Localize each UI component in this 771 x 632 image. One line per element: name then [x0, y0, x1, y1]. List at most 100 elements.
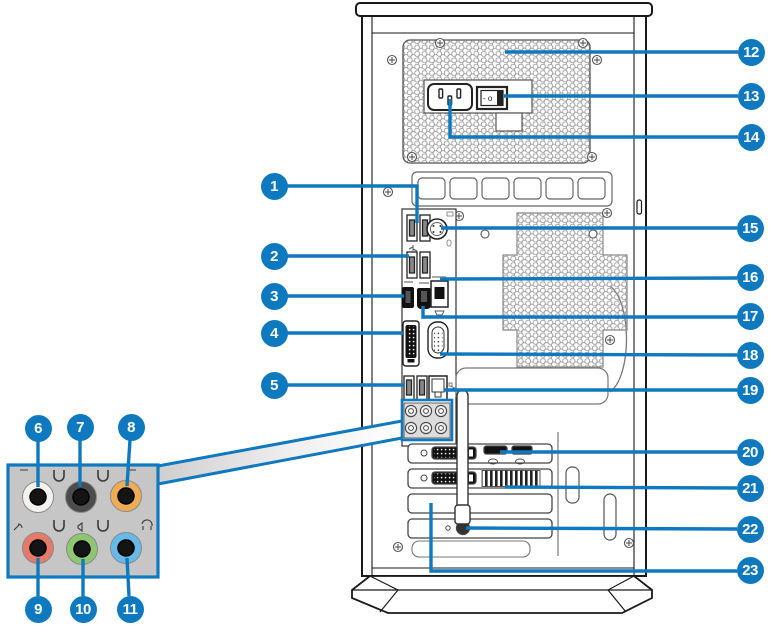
callout-badge-2: 2: [260, 242, 288, 270]
callout-badge-18: 18: [736, 341, 764, 369]
expansion-slots: [407, 443, 553, 539]
callout-badge-10: 10: [69, 595, 97, 623]
callout-number: 11: [122, 600, 138, 618]
callout-number: 4: [270, 324, 278, 342]
usb-ports-second: [406, 251, 431, 279]
drive-bay-vent: [455, 367, 609, 405]
leader-line-empty-expansion-slot: [429, 503, 737, 573]
speaker-icon: [77, 521, 83, 533]
callout-badge-12: 12: [737, 38, 765, 66]
callout-badge-22: 22: [736, 515, 764, 543]
callout-badge-23: 23: [736, 556, 764, 584]
callout-badge-14: 14: [737, 123, 765, 151]
leader-line-wifi-antenna: [465, 526, 738, 531]
empty-expansion-slot: [407, 493, 553, 514]
side-speaker-jack: [22, 481, 54, 513]
inset-projection-wedge: [158, 421, 402, 484]
spdif-icon: [434, 310, 445, 316]
leader-line-usb-ports-top: [287, 184, 419, 223]
leader-line-optical-spdif-port: [439, 276, 738, 281]
callout-number: 17: [742, 307, 758, 325]
hdmi-port: [417, 282, 431, 309]
callout-number: 9: [34, 600, 42, 618]
callout-number: 23: [742, 561, 758, 579]
callout-number: 21: [742, 479, 758, 497]
callout-badge-11: 11: [116, 595, 144, 623]
callout-number: 7: [76, 418, 84, 436]
wifi-antenna: [454, 389, 471, 525]
callout-number: 6: [34, 419, 42, 437]
leader-line-vga-port: [439, 352, 738, 357]
callout-number: 8: [127, 418, 135, 436]
callout-badge-8: 8: [117, 413, 145, 441]
callout-number: 12: [743, 43, 759, 61]
arrow-loop-icon: [53, 520, 65, 532]
microphone-jack: [22, 532, 54, 564]
power-switch: - o: [475, 85, 509, 111]
tower-top-cap: [355, 2, 653, 17]
rear-audio-jacks: [403, 402, 451, 439]
tower-foot: [351, 575, 653, 614]
callout-badge-21: 21: [736, 474, 764, 502]
rear-io-panel: [401, 208, 457, 447]
callout-number: 1: [270, 177, 278, 195]
callout-badge-20: 20: [736, 438, 764, 466]
case-lip: [411, 540, 531, 558]
callout-badge-16: 16: [736, 263, 764, 291]
dvi-port: [402, 320, 420, 367]
audio-highlight-box: [400, 398, 454, 442]
leader-line-center-subwoofer-jack: [125, 439, 132, 487]
screw-icon: [382, 37, 635, 553]
graphics-card-slot-2: [407, 468, 553, 489]
case-screws: [382, 37, 635, 553]
callout-number: 18: [742, 346, 758, 364]
power-connector: [427, 83, 473, 111]
callout-number: 19: [742, 381, 758, 399]
leader-line-line-in-jack: [125, 557, 131, 597]
callout-badge-9: 9: [24, 595, 52, 623]
panel-clip: [603, 493, 617, 541]
arrow-loop-icon: [97, 520, 109, 532]
callout-number: 13: [743, 87, 759, 105]
callout-badge-15: 15: [736, 214, 764, 242]
keyboard-icon: [446, 211, 454, 217]
callout-badge-19: 19: [736, 376, 764, 404]
arrow-loop-icon: [53, 470, 65, 482]
callout-number: 22: [742, 520, 758, 538]
panel-clip: [565, 466, 580, 504]
displayport: [402, 281, 414, 308]
screw-hole: [588, 229, 598, 239]
callout-badge-6: 6: [24, 414, 52, 442]
leader-line-hdmi-port: [421, 306, 737, 319]
graphics-card-slot-1: [407, 443, 553, 465]
optical-spdif-port: [430, 276, 449, 316]
rear-speaker-jack: [65, 481, 97, 513]
callout-number: 2: [270, 247, 278, 265]
leader-line-power-connector: [448, 99, 738, 139]
mic-icon: [13, 523, 23, 531]
callout-badge-13: 13: [737, 82, 765, 110]
callout-number: 20: [742, 443, 758, 461]
callout-number: 15: [742, 219, 758, 237]
callout-number: 14: [743, 128, 759, 146]
callout-badge-7: 7: [66, 413, 94, 441]
callout-badge-17: 17: [736, 302, 764, 330]
mouse-icon: [446, 239, 452, 247]
center-subwoofer-jack: [110, 480, 142, 512]
headphone-icon: [141, 519, 153, 530]
power-switch-markings: - o: [483, 94, 493, 103]
callout-number: 5: [270, 376, 278, 394]
vent-slot-row: [411, 171, 613, 207]
cross-vent: [502, 212, 628, 368]
callout-leader-lines: [36, 50, 738, 597]
leader-line-graphics-card-vent: [504, 485, 738, 490]
callout-number: 16: [742, 268, 758, 286]
callout-badge-3: 3: [260, 282, 288, 310]
graphics-card-vent: [481, 470, 541, 487]
lock-slot: [636, 199, 643, 215]
callout-number: 10: [75, 600, 91, 618]
callout-badge-4: 4: [260, 319, 288, 347]
screw-hole: [480, 229, 490, 239]
